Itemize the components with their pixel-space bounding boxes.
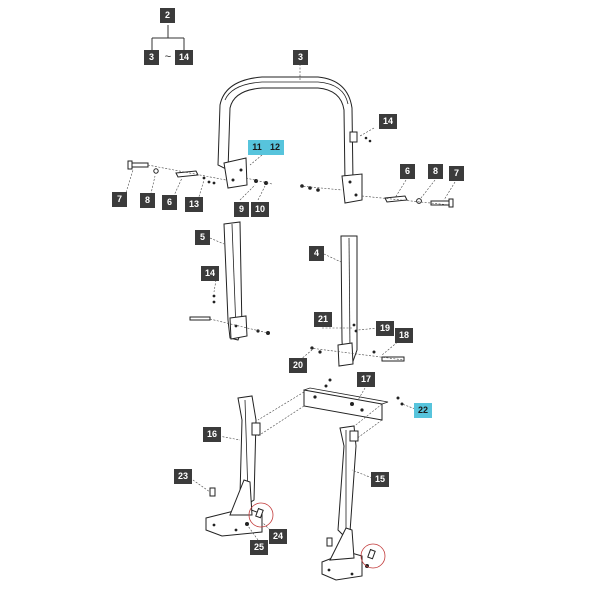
left-fastener-set (127, 160, 273, 201)
callout-3-tree: 3 (144, 50, 159, 65)
upright-5 (189, 221, 270, 341)
callout-6-right: 6 (400, 164, 415, 179)
roll-bar-hoop (217, 76, 372, 204)
callout-6-left: 6 (162, 195, 177, 210)
callout-9: 9 (234, 202, 249, 217)
highlight-ring-base (360, 543, 386, 569)
callout-14-mid: 14 (201, 266, 219, 281)
callout-15: 15 (371, 472, 389, 487)
highlight-ring-24 (248, 502, 274, 528)
callout-2: 2 (160, 8, 175, 23)
assembly-tree (151, 25, 185, 50)
base-post-15 (321, 425, 369, 581)
callout-23: 23 (174, 469, 192, 484)
callout-20: 20 (289, 358, 307, 373)
callout-17: 17 (357, 372, 375, 387)
callout-11: 11 (248, 140, 266, 155)
callout-19: 19 (376, 321, 394, 336)
callout-7-left: 7 (112, 192, 127, 207)
right-fastener-set (299, 184, 454, 208)
callout-8-left: 8 (140, 193, 155, 208)
callout-7-right: 7 (449, 166, 464, 181)
callout-10: 10 (251, 202, 269, 217)
cross-plate-17 (257, 378, 404, 443)
callout-22: 22 (414, 403, 432, 418)
callout-8-right: 8 (428, 164, 443, 179)
upright-4 (309, 235, 405, 367)
callout-5: 5 (195, 230, 210, 245)
callout-18: 18 (395, 328, 413, 343)
callout-16: 16 (203, 427, 221, 442)
callout-4: 4 (309, 246, 324, 261)
base-post-16 (205, 395, 263, 537)
callout-14-top: 14 (379, 114, 397, 129)
tilde-range: ~ (164, 51, 172, 63)
callout-3: 3 (293, 50, 308, 65)
callout-14-tree: 14 (175, 50, 193, 65)
callout-21: 21 (314, 312, 332, 327)
callout-12: 12 (266, 140, 284, 155)
callout-24: 24 (269, 529, 287, 544)
callout-13: 13 (185, 197, 203, 212)
callout-25: 25 (250, 540, 268, 555)
